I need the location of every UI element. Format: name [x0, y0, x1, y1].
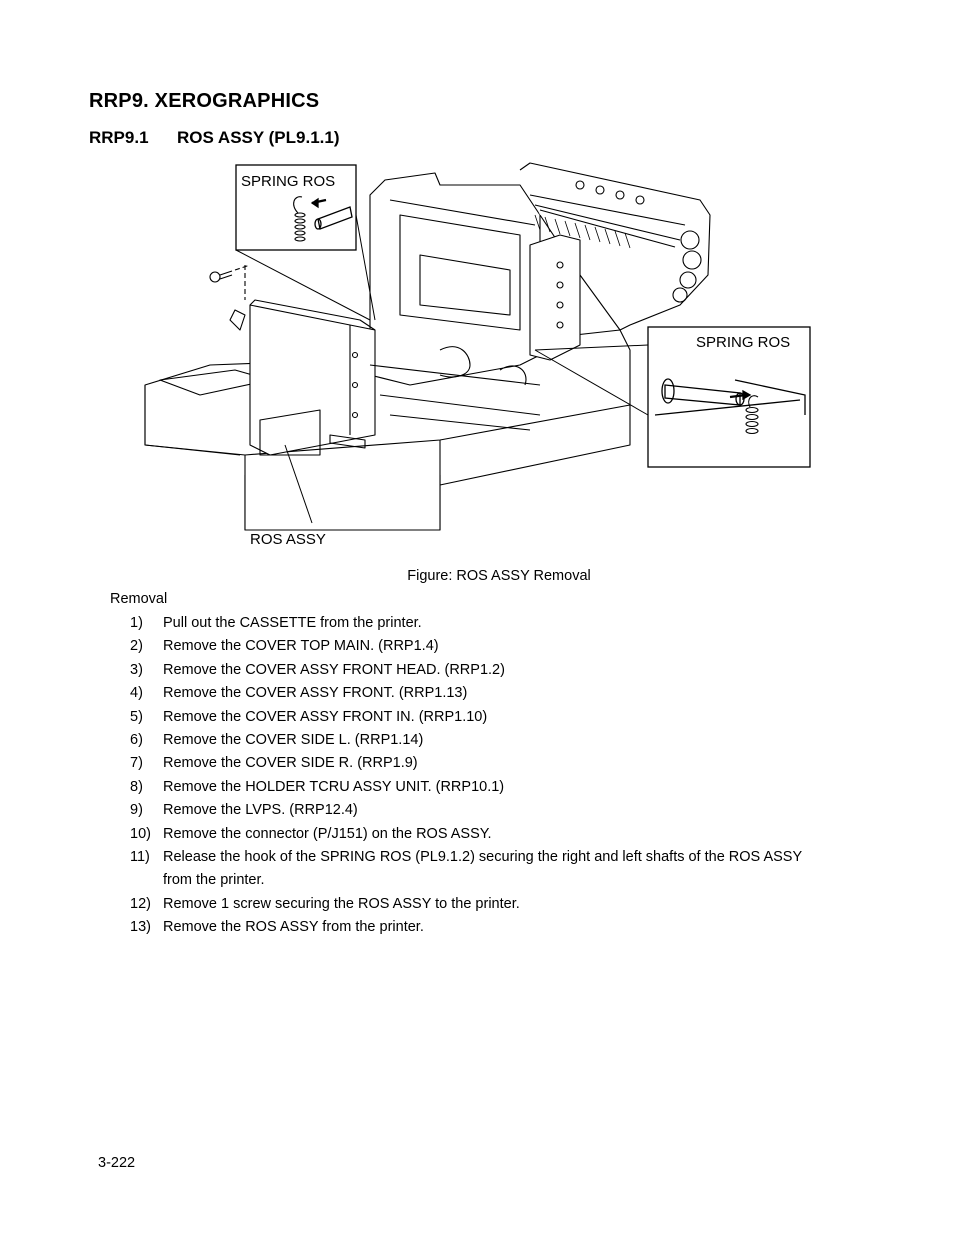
step-text: Remove the COVER SIDE L. (RRP1.14)	[163, 732, 424, 749]
step-number	[110, 869, 163, 892]
section-heading: RRP9. XEROGRAPHICS	[89, 90, 320, 112]
step-text: Remove the COVER TOP MAIN. (RRP1.4)	[163, 638, 439, 655]
step-text: Remove the ROS ASSY from the printer.	[163, 919, 424, 936]
list-item: 2) Remove the COVER TOP MAIN. (RRP1.4)	[110, 635, 870, 658]
list-item: 4) Remove the COVER ASSY FRONT. (RRP1.13)	[110, 682, 870, 705]
list-item: 11) Release the hook of the SPRING ROS (P…	[110, 846, 870, 869]
cassette-front	[244, 475, 441, 531]
list-item: 5) Remove the COVER ASSY FRONT IN. (RRP1.…	[110, 706, 870, 729]
step-text: from the printer.	[163, 872, 265, 889]
step-number: 5)	[130, 708, 143, 725]
step-number: 7)	[130, 755, 143, 772]
list-item: 1) Pull out the CASSETTE from the printer…	[110, 612, 870, 635]
list-item: 12) Remove 1 screw securing the ROS ASSY …	[110, 893, 870, 916]
ros-assy-label: ROS ASSY	[250, 531, 326, 548]
step-number: 4)	[130, 685, 143, 702]
step-text: Release the hook of the SPRING ROS (PL9.…	[163, 849, 803, 866]
step-text: Pull out the CASSETTE from the printer.	[163, 615, 422, 631]
spring-ros-callout-right: SPRING ROS	[534, 326, 811, 468]
printer-frame	[369, 172, 541, 386]
step-number: 12)	[130, 895, 151, 912]
step-text: Remove the LVPS. (RRP12.4)	[163, 802, 358, 819]
list-item: 10) Remove the connector (P/J151) on the …	[110, 823, 870, 846]
ros-assy-removal-figure: SPRING ROS SPRING ROS ROS ASSY	[144, 162, 811, 548]
step-number: 8)	[130, 778, 143, 795]
step-number: 11)	[130, 849, 150, 866]
callout-left-label: SPRING ROS	[241, 173, 335, 190]
step-text: Remove the connector (P/J151) on the ROS…	[163, 825, 492, 842]
figure-caption: Figure: ROS ASSY Removal	[407, 568, 591, 584]
list-item: 6) Remove the COVER SIDE L. (RRP1.14)	[110, 729, 870, 752]
step-number: 13)	[130, 919, 151, 936]
step-number: 6)	[130, 732, 143, 749]
callout-right-label: SPRING ROS	[696, 334, 790, 351]
subsection-number: RRP9.1	[89, 128, 149, 147]
list-item: 9) Remove the LVPS. (RRP12.4)	[110, 799, 870, 822]
step-text: Remove the HOLDER TCRU ASSY UNIT. (RRP10…	[163, 778, 505, 795]
page-number: 3-222	[98, 1155, 136, 1171]
step-text: Remove the COVER ASSY FRONT. (RRP1.13)	[163, 685, 468, 702]
step-number: 10)	[130, 825, 151, 842]
screw-icon	[209, 270, 233, 283]
step-number: 9)	[130, 802, 143, 819]
list-item: 3) Remove the COVER ASSY FRONT HEAD. (RRP…	[110, 659, 870, 682]
spring-ros-callout-left: SPRING ROS	[235, 164, 376, 321]
list-item: 7) Remove the COVER SIDE R. (RRP1.9)	[110, 752, 870, 775]
removal-steps: 1) Pull out the CASSETTE from the printer…	[110, 612, 870, 940]
procedure-title: Removal	[110, 591, 168, 607]
ros-assy-unit	[249, 304, 376, 456]
step-text: Remove the COVER ASSY FRONT IN. (RRP1.10…	[163, 708, 488, 725]
step-text: Remove the COVER ASSY FRONT HEAD. (RRP1.…	[163, 661, 505, 678]
step-text: Remove the COVER SIDE R. (RRP1.9)	[163, 755, 418, 772]
step-number: 1)	[130, 615, 143, 631]
top-cover	[519, 162, 711, 331]
step-text: Remove 1 screw securing the ROS ASSY to …	[163, 895, 520, 912]
subsection-heading: RRP9.1 ROS ASSY (PL9.1.1)	[89, 128, 340, 148]
list-item: 13) Remove the ROS ASSY from the printer.	[110, 916, 870, 939]
subsection-title: ROS ASSY (PL9.1.1)	[177, 128, 340, 147]
list-item: from the printer.	[110, 869, 870, 892]
step-number: 2)	[130, 638, 143, 655]
step-number: 3)	[130, 661, 143, 678]
list-item: 8) Remove the HOLDER TCRU ASSY UNIT. (RRP…	[110, 776, 870, 799]
